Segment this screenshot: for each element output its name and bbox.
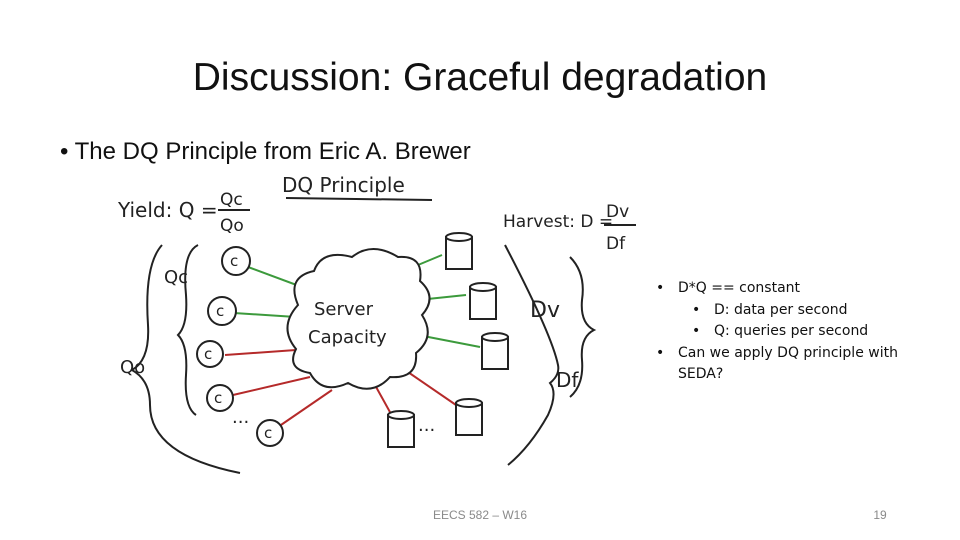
- data-store-1: [446, 233, 472, 269]
- slide-title: Discussion: Graceful degradation: [0, 56, 960, 100]
- df-label: Df: [556, 368, 579, 392]
- heading-underline: [286, 198, 432, 200]
- note-bullet: •: [692, 321, 700, 343]
- main-bullet: • The DQ Principle from Eric A. Brewer: [60, 138, 471, 166]
- client-1-letter: c: [230, 252, 238, 270]
- note-text: Q: queries per second: [714, 323, 868, 339]
- client-2-letter: c: [216, 302, 224, 320]
- yield-label: Yield: Q =: [117, 198, 218, 222]
- client-3-letter: c: [204, 345, 212, 363]
- note-text: Can we apply DQ principle with: [678, 345, 898, 361]
- yield-denominator: Qo: [220, 216, 244, 236]
- harvest-label: Harvest: D =: [503, 212, 613, 232]
- note-bullet: •: [656, 343, 664, 365]
- harvest-numerator: Dv: [606, 202, 629, 222]
- qo-label: Qo: [120, 357, 145, 378]
- dq-principle-diagram: DQ Principle Yield: Q = Qc Qo Harvest: D…: [100, 165, 660, 495]
- page-number: 19: [840, 508, 920, 522]
- note-subitem: • Q: queries per second: [656, 321, 926, 343]
- data-store-3: [482, 333, 508, 369]
- df-brace: [505, 245, 558, 465]
- server-label: Server: [314, 299, 374, 320]
- client-5-letter: c: [264, 424, 272, 442]
- yield-numerator: Qc: [220, 190, 243, 210]
- client-4-letter: c: [214, 389, 222, 407]
- capacity-label: Capacity: [308, 327, 387, 348]
- note-item: • Can we apply DQ principle with: [656, 343, 926, 365]
- diagram-heading: DQ Principle: [282, 173, 405, 197]
- data-store-5: [388, 411, 414, 447]
- notes-list: • D*Q == constant • D: data per second •…: [656, 278, 926, 386]
- footer-course: EECS 582 – W16: [380, 508, 580, 522]
- data-ellipsis: ...: [418, 415, 435, 436]
- note-text: D*Q == constant: [678, 280, 800, 296]
- note-item-continuation: SEDA?: [656, 364, 926, 386]
- bullet-glyph: •: [60, 138, 68, 165]
- note-item: • D*Q == constant: [656, 278, 926, 300]
- data-store-4: [456, 399, 482, 435]
- note-bullet: •: [692, 300, 700, 322]
- note-text: D: data per second: [714, 302, 848, 318]
- note-bullet: •: [656, 278, 664, 300]
- data-store-2: [470, 283, 496, 319]
- note-text: SEDA?: [678, 366, 723, 382]
- harvest-denominator: Df: [606, 234, 626, 254]
- main-bullet-text: The DQ Principle from Eric A. Brewer: [75, 138, 471, 165]
- qc-label: Qc: [164, 267, 188, 288]
- note-subitem: • D: data per second: [656, 300, 926, 322]
- client-ellipsis: ...: [232, 407, 249, 428]
